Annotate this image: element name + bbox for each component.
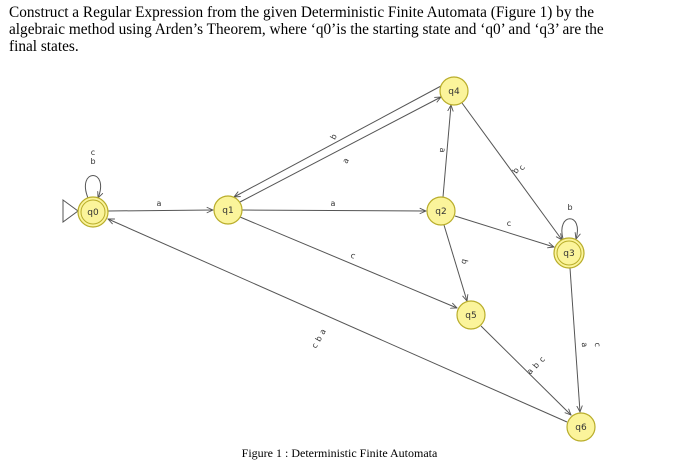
transition-label-q5-q6: c — [537, 355, 547, 364]
transition-label-q4-q1: b — [329, 132, 339, 141]
transition-label-q1-q5: c — [349, 251, 357, 261]
transition-q1-q5 — [239, 216, 457, 308]
transition-label-q4-q3: b — [511, 166, 521, 175]
state-q2: q2 — [426, 196, 456, 226]
transition-label-q3-q6: c — [593, 342, 602, 347]
state-q1: q1 — [213, 195, 243, 225]
state-q4: q4 — [439, 76, 469, 106]
transition-label-q6-q0: c — [310, 342, 320, 350]
state-label-q5: q5 — [465, 311, 476, 321]
transition-label-q5-q6: b — [531, 361, 541, 371]
state-label-q0: q0 — [87, 208, 99, 218]
transition-q1-q2 — [241, 210, 426, 211]
state-q5: q5 — [456, 300, 486, 330]
transition-q3-q3 — [561, 218, 578, 239]
transition-q2-q4 — [442, 105, 451, 198]
transition-label-q0-q1: a — [157, 199, 162, 208]
transitions-layer — [62, 85, 580, 423]
state-label-q4: q4 — [448, 87, 460, 97]
transition-label-q4-q3: c — [517, 163, 527, 172]
question-line-3: final states. — [9, 38, 79, 55]
state-label-q2: q2 — [435, 207, 446, 217]
state-label-q6: q6 — [575, 423, 587, 433]
figure-caption: Figure 1 : Deterministic Finite Automata — [241, 446, 438, 460]
transition-q4-q1 — [234, 85, 442, 197]
transition-q6-q0 — [108, 219, 568, 423]
state-q6: q6 — [566, 412, 596, 442]
transition-label-q1-q4: a — [341, 156, 351, 165]
state-label-q3: q3 — [563, 249, 574, 259]
transition-label-q3-q6: a — [580, 342, 589, 348]
state-label-q1: q1 — [222, 206, 233, 216]
question-line-1: Construct a Regular Expression from the … — [9, 4, 594, 21]
transition-label-q6-q0: a — [318, 327, 328, 336]
transition-q1-q4 — [239, 97, 441, 203]
state-q0: q0 — [77, 196, 109, 228]
state-q3: q3 — [553, 237, 585, 269]
transition-q2-q5 — [443, 224, 467, 301]
transition-label-q2-q3: c — [507, 219, 511, 228]
start-arrow-icon — [62, 199, 79, 223]
transition-label-q2-q5: b — [459, 258, 469, 265]
transition-label-q0-q0: c — [91, 148, 95, 157]
transition-label-q0-q0: b — [90, 157, 95, 166]
transition-label-q2-q4: a — [438, 147, 447, 153]
transition-label-q3-q3: b — [567, 203, 572, 212]
transition-label-q5-q6: a — [525, 367, 535, 377]
transition-label-q1-q2: a — [331, 199, 336, 208]
transition-q5-q6 — [480, 325, 571, 415]
transition-q4-q3 — [461, 102, 562, 240]
question-line-2: algebraic method using Arden’s Theorem, … — [9, 21, 604, 38]
transition-q0-q0 — [85, 175, 100, 199]
transition-q0-q1 — [107, 210, 213, 211]
transition-q2-q3 — [454, 215, 554, 247]
transition-label-q6-q0: b — [314, 334, 324, 343]
transition-q3-q6 — [569, 267, 580, 412]
question-text: Construct a Regular Expression from the … — [9, 4, 669, 55]
